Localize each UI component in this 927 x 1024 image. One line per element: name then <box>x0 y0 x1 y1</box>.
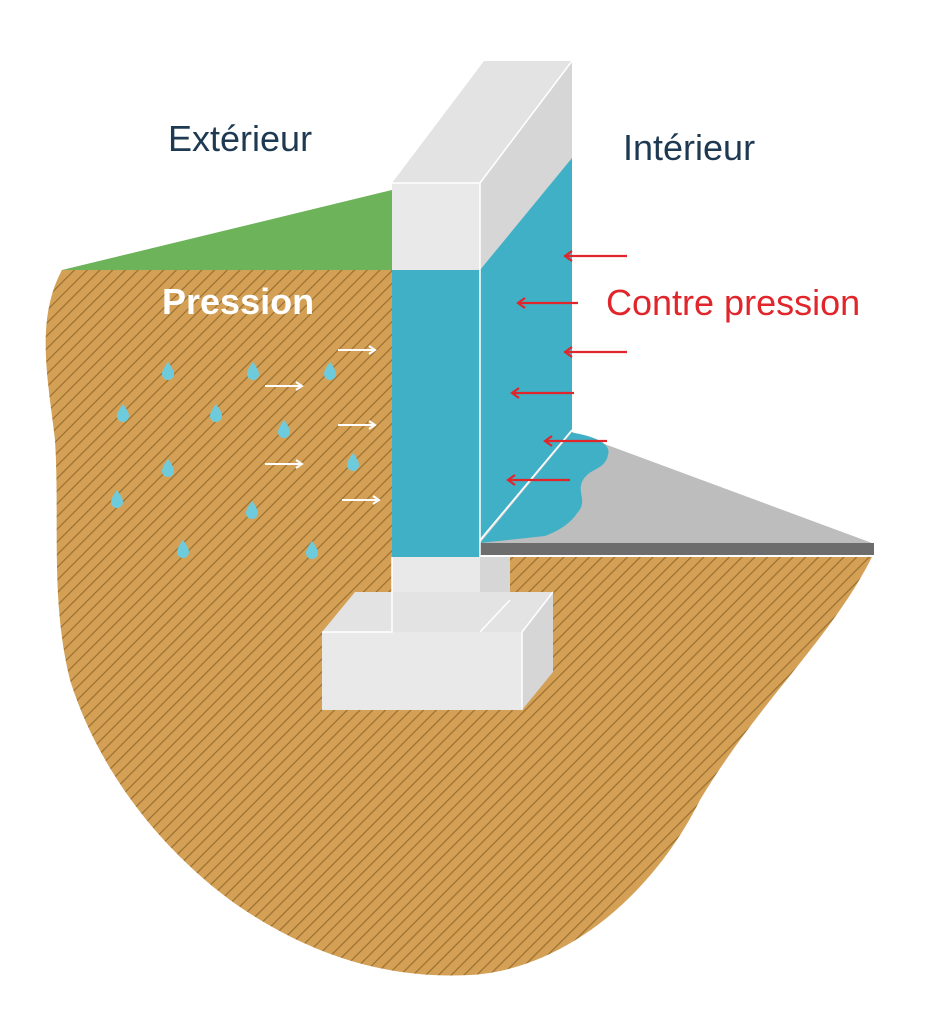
water-droplet-icon <box>247 362 259 380</box>
arrow-right-icon <box>265 459 304 469</box>
arrow-left-icon <box>563 250 627 262</box>
footing-side <box>522 592 553 710</box>
arrow-right-icon <box>265 381 304 391</box>
water-droplets <box>111 362 359 559</box>
water-droplet-icon <box>347 453 359 471</box>
footing-front <box>322 632 522 710</box>
water-seep-slab <box>480 432 609 543</box>
footing-edges <box>322 557 554 710</box>
water-droplet-icon <box>324 362 336 380</box>
label-counter-pressure: Contre pression <box>606 282 860 323</box>
grass-surface <box>62 190 392 270</box>
arrow-left-icon <box>543 435 607 447</box>
arrow-left-icon <box>506 474 570 486</box>
water-droplet-icon <box>177 540 189 558</box>
water-droplet-icon <box>306 541 318 559</box>
counter-pressure-arrows <box>506 250 627 486</box>
arrow-left-icon <box>563 346 627 358</box>
wall-top-face <box>392 61 572 183</box>
label-exterior: Extérieur <box>168 118 312 159</box>
water-droplet-icon <box>246 501 258 519</box>
water-droplet-icon <box>117 404 129 422</box>
label-pressure: Pression <box>162 281 314 322</box>
label-interior: Intérieur <box>623 127 755 168</box>
arrow-right-icon <box>342 495 381 505</box>
floor-slab-edge <box>480 543 874 555</box>
water-droplet-icon <box>162 459 174 477</box>
water-droplet-icon <box>111 490 123 508</box>
arrow-left-icon <box>516 297 578 309</box>
footing-top <box>322 592 553 632</box>
arrow-right-icon <box>338 420 377 430</box>
water-droplet-icon <box>210 404 222 422</box>
water-droplet-icon <box>162 362 174 380</box>
arrow-left-icon <box>510 387 574 399</box>
water-front-wall <box>392 270 480 557</box>
wall-edges <box>392 60 573 557</box>
water-droplet-icon <box>278 420 290 438</box>
pressure-arrows <box>265 345 381 505</box>
arrow-right-icon <box>338 345 377 355</box>
